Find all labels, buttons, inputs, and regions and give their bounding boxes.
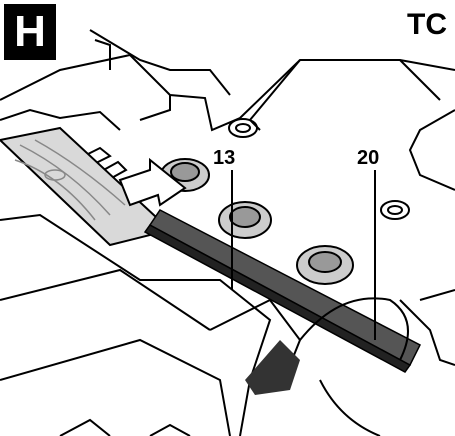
base-shadow <box>245 340 300 395</box>
callout-label: 13 <box>213 147 236 169</box>
leader-lines <box>231 170 376 340</box>
blade-bar <box>143 209 422 373</box>
mounting-holes <box>228 118 410 220</box>
arrow-icon <box>118 157 187 207</box>
wood-piece <box>0 126 173 247</box>
callout-label: 20 <box>357 147 380 169</box>
model-code: TC <box>407 8 447 41</box>
figure-badge: H <box>4 4 56 60</box>
tool-housing <box>0 29 455 191</box>
